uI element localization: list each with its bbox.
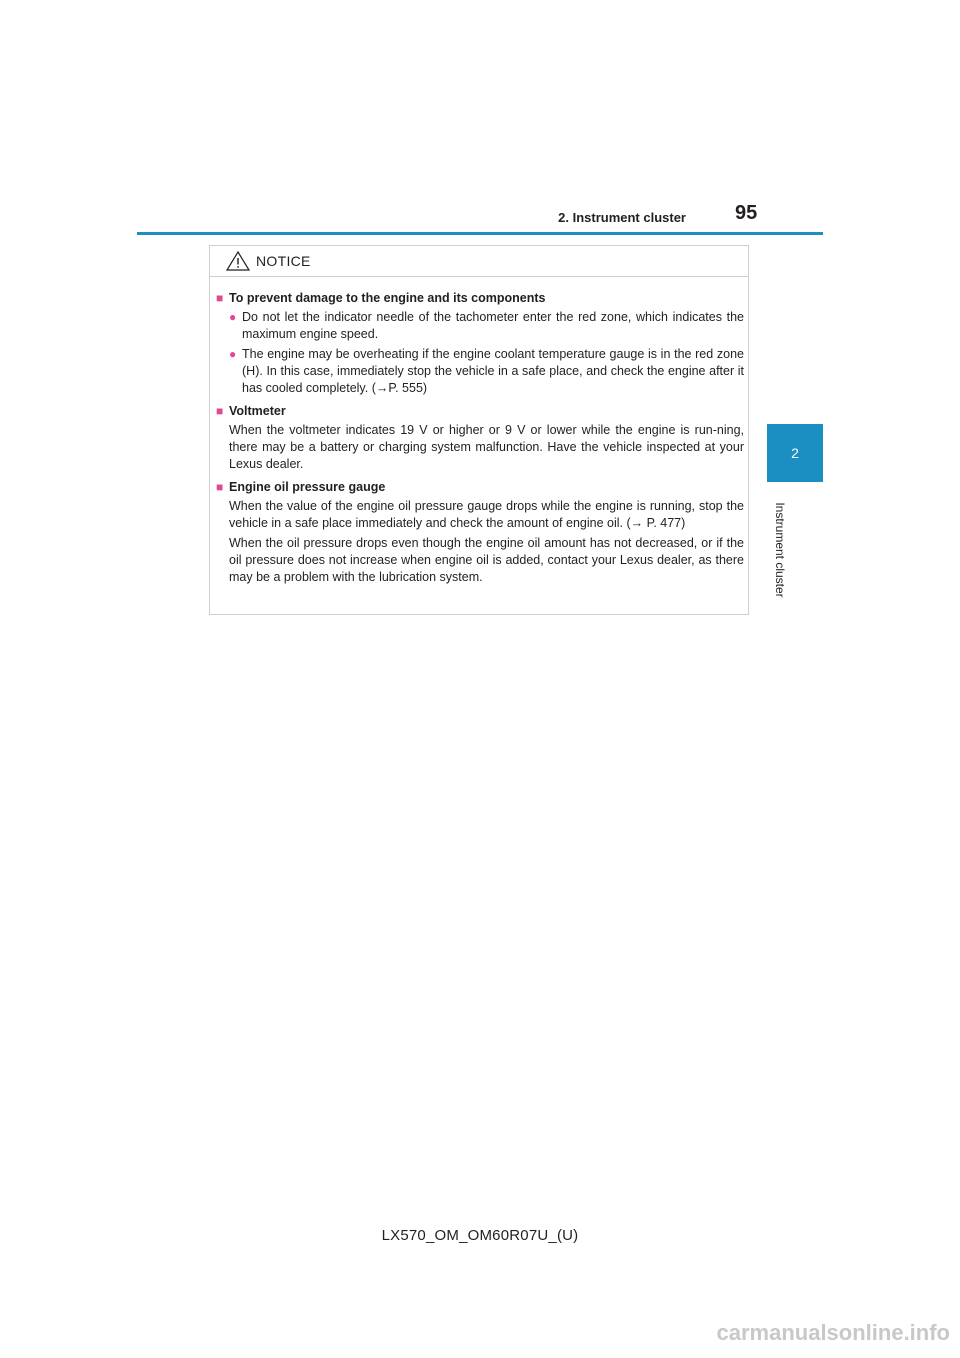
- section-engine-damage: ■ To prevent damage to the engine and its…: [216, 290, 744, 397]
- notice-box: NOTICE ■ To prevent damage to the engine …: [209, 245, 749, 615]
- section-title-oil-pressure: Engine oil pressure gauge: [229, 480, 386, 494]
- section-title-engine-damage: To prevent damage to the engine and its …: [229, 291, 546, 305]
- section-title: 2. Instrument cluster: [558, 210, 686, 225]
- section-title-voltmeter: Voltmeter: [229, 404, 286, 418]
- chapter-tab: 2: [767, 424, 823, 482]
- square-bullet-icon: ■: [216, 291, 224, 305]
- paragraph: When the value of the engine oil pressur…: [229, 499, 744, 530]
- paragraph: When the voltmeter indicates 19 V or hig…: [229, 423, 744, 471]
- notice-label: NOTICE: [256, 253, 311, 269]
- square-bullet-icon: ■: [216, 404, 224, 418]
- section-oil-pressure: ■ Engine oil pressure gauge When the valu…: [216, 479, 744, 586]
- notice-header: NOTICE: [210, 246, 748, 277]
- round-bullet-icon: ●: [229, 347, 237, 361]
- warning-icon: [226, 251, 250, 271]
- section-voltmeter: ■ Voltmeter When the voltmeter indicates …: [216, 403, 744, 473]
- square-bullet-icon: ■: [216, 480, 224, 494]
- header-rule: [137, 232, 823, 235]
- chapter-label: Instrument cluster: [768, 492, 792, 608]
- list-item: ●Do not let the indicator needle of the …: [229, 310, 744, 341]
- round-bullet-icon: ●: [229, 310, 237, 324]
- watermark: carmanualsonline.info: [716, 1320, 951, 1345]
- paragraph: When the oil pressure drops even though …: [229, 536, 744, 584]
- chapter-label-text: Instrument cluster: [773, 502, 787, 598]
- document-code: LX570_OM_OM60R07U_(U): [381, 1227, 579, 1244]
- list-item: ●The engine may be overheating if the en…: [229, 347, 744, 395]
- notice-body: ■ To prevent damage to the engine and its…: [216, 290, 744, 592]
- page-number: 95: [735, 202, 758, 224]
- chapter-number: 2: [791, 445, 799, 461]
